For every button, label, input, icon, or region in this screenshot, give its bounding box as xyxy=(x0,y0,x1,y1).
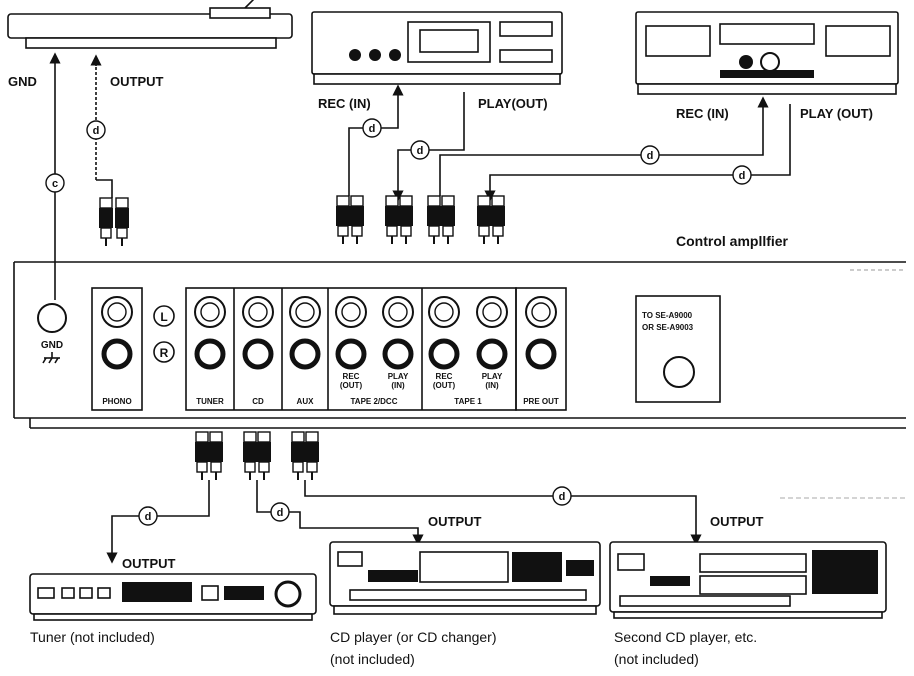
tape2-rec-sublabel: (OUT) xyxy=(340,381,363,390)
cd-caption-line-1: CD player (or CD changer) xyxy=(330,629,497,645)
cd-cable: d xyxy=(242,431,424,546)
cd2-output-label: OUTPUT xyxy=(710,514,764,529)
aux-label: AUX xyxy=(297,397,315,406)
cd2-caption-line-1: Second CD player, etc. xyxy=(614,629,757,645)
cable-marker-d-text: d xyxy=(739,170,746,182)
connector-box-label-1: TO SE-A9000 xyxy=(642,311,693,320)
tape-deck-2: REC (IN) PLAY (OUT) xyxy=(635,11,899,121)
tape1-rec-sublabel: (OUT) xyxy=(433,381,456,390)
tape2-play-sublabel: PLAY xyxy=(388,372,409,381)
cable-marker-d-text: d xyxy=(369,123,376,135)
turntable-arm-base xyxy=(209,7,271,19)
system-connector-panel xyxy=(635,295,721,403)
control-amplifier: Control ampllfier GND PHONO L R xyxy=(13,233,906,429)
gnd-terminal-label: GND xyxy=(41,340,63,351)
tape-deck-2-rec-label: REC (IN) xyxy=(676,106,729,121)
turntable: GND OUTPUT xyxy=(7,0,293,89)
tuner-caption: Tuner (not included) xyxy=(30,629,155,645)
pre-out-label: PRE OUT xyxy=(523,397,559,406)
amplifier-title: Control ampllfier xyxy=(676,233,789,249)
cd-label: CD xyxy=(252,397,264,406)
tape-deck-1-rec-label: REC (IN) xyxy=(318,96,371,111)
tape2-label: TAPE 2/DCC xyxy=(351,397,398,406)
tuner-cable: d xyxy=(106,431,224,564)
tape2-play-sublabel: (IN) xyxy=(391,381,405,390)
tape1-rec-jack-r[interactable] xyxy=(428,338,460,370)
cd-player: OUTPUT CD player (or CD changer) (not in… xyxy=(329,514,601,667)
cd-caption-line-2: (not included) xyxy=(330,651,415,667)
cable-marker-d xyxy=(86,120,106,140)
tape1-rec-sublabel: REC xyxy=(436,372,453,381)
tape-deck-1-play-label: PLAY(OUT) xyxy=(478,96,548,111)
channel-right-indicator: R xyxy=(153,341,175,363)
tape2-rec-jack-r[interactable] xyxy=(335,338,367,370)
svg-text:L: L xyxy=(160,310,167,324)
tuner: OUTPUT Tuner (not included) xyxy=(29,556,317,645)
system-connector-socket[interactable] xyxy=(663,356,695,388)
tape2-rec-sublabel: REC xyxy=(343,372,360,381)
cd-output-label: OUTPUT xyxy=(428,514,482,529)
phono-cable: d xyxy=(86,54,130,247)
tape1-label: TAPE 1 xyxy=(454,397,482,406)
tape2-cables: d d xyxy=(335,84,465,245)
phono-label: PHONO xyxy=(102,397,131,406)
cable-marker-c-text: c xyxy=(52,178,58,190)
aux-cable: d xyxy=(290,431,702,546)
tape-deck-2-play-label: PLAY (OUT) xyxy=(800,106,873,121)
channel-left-indicator: L xyxy=(153,305,175,327)
pre-out-jack-r[interactable] xyxy=(525,338,557,370)
phono-jack-r[interactable] xyxy=(101,338,133,370)
tape1-play-sublabel: (IN) xyxy=(485,381,499,390)
tuner-jack-r[interactable] xyxy=(194,338,226,370)
cable-marker-d-text: d xyxy=(647,150,654,162)
cable-marker-d-text: d xyxy=(417,145,424,157)
cable-marker-d-text: d xyxy=(277,507,284,519)
cable-marker-d-text: d xyxy=(93,125,100,137)
gnd-cable: c xyxy=(45,52,65,300)
tuner-output-label: OUTPUT xyxy=(122,556,176,571)
rca-plug-icon xyxy=(98,197,114,247)
gnd-terminal[interactable] xyxy=(37,303,67,333)
svg-text:R: R xyxy=(160,346,169,360)
ground-symbol-icon xyxy=(42,352,60,364)
tape1-cables: d d xyxy=(426,96,791,245)
cd-jack-r[interactable] xyxy=(242,338,274,370)
turntable-output-label: OUTPUT xyxy=(110,74,164,89)
tape2-play-jack-r[interactable] xyxy=(382,338,414,370)
tape1-play-jack-r[interactable] xyxy=(476,338,508,370)
turntable-base xyxy=(25,37,277,49)
connector-box-label-2: OR SE-A9003 xyxy=(642,323,694,332)
tuner-label: TUNER xyxy=(196,397,224,406)
aux-jack-r[interactable] xyxy=(289,338,321,370)
cable-marker-d-text: d xyxy=(145,511,152,523)
tape1-play-sublabel: PLAY xyxy=(482,372,503,381)
cable-marker-d-text: d xyxy=(559,491,566,503)
cable-marker-c xyxy=(45,173,65,193)
second-cd-player: OUTPUT Second CD player, etc. (not inclu… xyxy=(609,514,887,667)
tape-deck-1: REC (IN) PLAY(OUT) xyxy=(311,11,563,111)
phono-jack-panel xyxy=(91,287,143,411)
cd2-caption-line-2: (not included) xyxy=(614,651,699,667)
turntable-gnd-label: GND xyxy=(8,74,37,89)
rca-plug-icon xyxy=(114,197,130,247)
tonearm xyxy=(244,0,255,9)
